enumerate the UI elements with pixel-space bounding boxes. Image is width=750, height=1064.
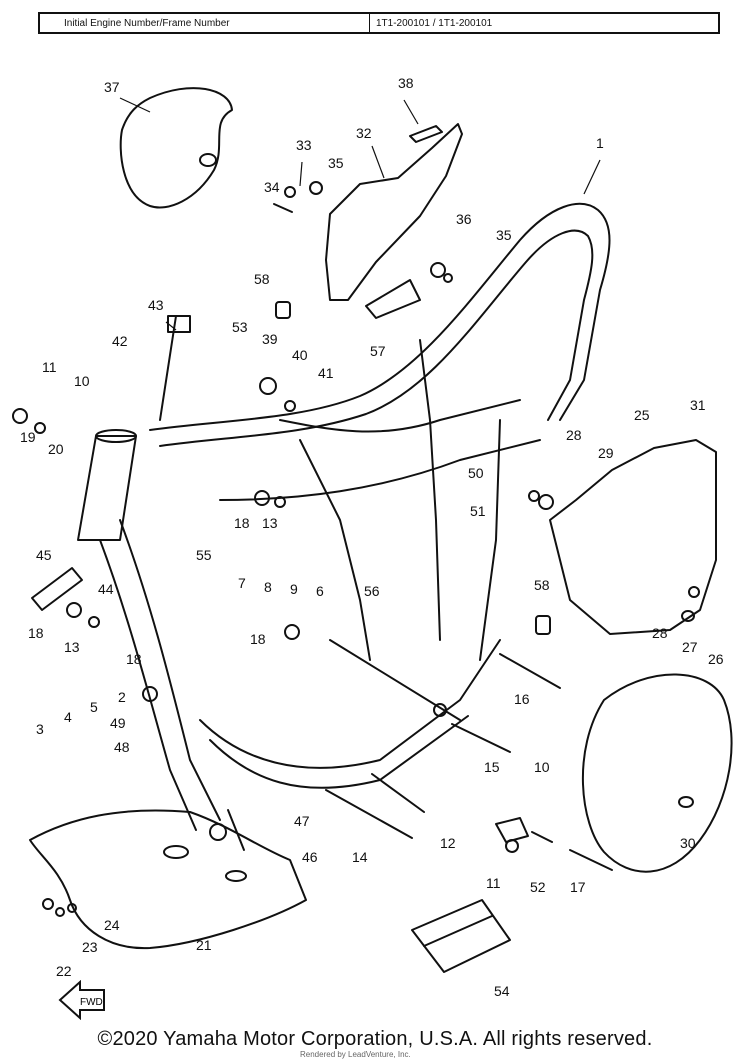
callout-p30: 30 xyxy=(680,835,696,851)
callout-p23: 23 xyxy=(82,939,98,955)
pad-57 xyxy=(365,279,421,319)
callout-p28a: 28 xyxy=(566,427,582,443)
callout-p42: 42 xyxy=(112,333,128,349)
skid-plate-21 xyxy=(29,809,307,950)
callout-p25: 25 xyxy=(634,407,650,423)
callout-p10b: 10 xyxy=(534,759,550,775)
callout-p28b: 28 xyxy=(652,625,668,641)
callout-p44: 44 xyxy=(98,581,114,597)
callout-p1: 1 xyxy=(596,135,604,151)
callout-p2: 2 xyxy=(118,689,126,705)
callout-p11a: 11 xyxy=(42,359,57,375)
callout-p13b: 13 xyxy=(64,639,80,655)
callout-p58b: 58 xyxy=(534,577,550,593)
callout-p54: 54 xyxy=(494,983,510,999)
side-cover-25 xyxy=(549,439,717,635)
callout-p32: 32 xyxy=(356,125,372,141)
fwd-arrow: FWD xyxy=(58,979,106,1025)
bolt-12 xyxy=(371,773,425,813)
callout-p45: 45 xyxy=(36,547,52,563)
callout-p43: 43 xyxy=(148,297,164,313)
callout-p41: 41 xyxy=(318,365,334,381)
callout-p49: 49 xyxy=(110,715,126,731)
callout-p16: 16 xyxy=(514,691,530,707)
callout-p5: 5 xyxy=(90,699,98,715)
header-label: Initial Engine Number/Frame Number xyxy=(40,14,370,32)
callout-p15: 15 xyxy=(484,759,500,775)
callout-p18d: 18 xyxy=(250,631,266,647)
callout-p34: 34 xyxy=(264,179,280,195)
callout-p21: 21 xyxy=(196,937,212,953)
callout-p4: 4 xyxy=(64,709,72,725)
emblem-38 xyxy=(409,125,443,143)
bolt-17 xyxy=(569,849,613,871)
callout-p10a: 10 xyxy=(74,373,90,389)
callout-p51: 51 xyxy=(470,503,486,519)
bolt-14 xyxy=(325,789,413,839)
engine-frame-number-header: Initial Engine Number/Frame Number 1T1-2… xyxy=(38,12,720,34)
callout-p33: 33 xyxy=(296,137,312,153)
callout-p29: 29 xyxy=(598,445,614,461)
callout-p38: 38 xyxy=(398,75,414,91)
callout-p11b: 11 xyxy=(486,875,501,891)
bolt-15 xyxy=(451,723,511,753)
callout-p46: 46 xyxy=(302,849,318,865)
callout-p6: 6 xyxy=(316,583,324,599)
callout-p47: 47 xyxy=(294,813,310,829)
callout-p17: 17 xyxy=(570,879,586,895)
header-value: 1T1-200101 / 1T1-200101 xyxy=(376,17,493,29)
callout-p52: 52 xyxy=(530,879,546,895)
callout-p36: 36 xyxy=(456,211,472,227)
strap-54 xyxy=(411,899,511,973)
callout-p24: 24 xyxy=(104,917,120,933)
frame-down-tube xyxy=(119,519,221,821)
copyright-footer: ©2020 Yamaha Motor Corporation, U.S.A. A… xyxy=(97,1028,653,1050)
lower-cradle xyxy=(199,639,501,769)
callout-p14: 14 xyxy=(352,849,368,865)
number-plate-37 xyxy=(119,87,233,209)
callout-p3: 3 xyxy=(36,721,44,737)
callout-p8: 8 xyxy=(264,579,272,595)
callout-p22: 22 xyxy=(56,963,72,979)
callout-p31: 31 xyxy=(690,397,706,413)
callout-p12: 12 xyxy=(440,835,456,851)
frame-top-tube xyxy=(149,202,611,431)
callout-p53: 53 xyxy=(232,319,248,335)
callout-p57: 57 xyxy=(370,343,386,359)
callout-p55: 55 xyxy=(196,547,212,563)
callout-p56: 56 xyxy=(364,583,380,599)
side-cover-32 xyxy=(325,123,463,301)
fwd-label: FWD xyxy=(80,997,103,1008)
callout-p20: 20 xyxy=(48,441,64,457)
callout-p39: 39 xyxy=(262,331,278,347)
callout-p50: 50 xyxy=(468,465,484,481)
callout-p37: 37 xyxy=(104,79,120,95)
steering-head xyxy=(77,435,137,541)
callout-p35b: 35 xyxy=(496,227,512,243)
callout-p48: 48 xyxy=(114,739,130,755)
callout-p18b: 18 xyxy=(28,625,44,641)
callout-p18a: 18 xyxy=(234,515,250,531)
callout-p35a: 35 xyxy=(328,155,344,171)
number-plate-30 xyxy=(582,673,733,873)
callout-p58a: 58 xyxy=(254,271,270,287)
callout-p40: 40 xyxy=(292,347,308,363)
callout-p19: 19 xyxy=(20,429,36,445)
callout-p9: 9 xyxy=(290,581,298,597)
callout-p27: 27 xyxy=(682,639,698,655)
callout-p26: 26 xyxy=(708,651,724,667)
callout-p18c: 18 xyxy=(126,651,142,667)
bolt-16 xyxy=(499,653,561,689)
callout-p13a: 13 xyxy=(262,515,278,531)
callout-p7: 7 xyxy=(238,575,246,591)
rendered-by-note: Rendered by LeadVenture, Inc. xyxy=(300,1050,411,1059)
